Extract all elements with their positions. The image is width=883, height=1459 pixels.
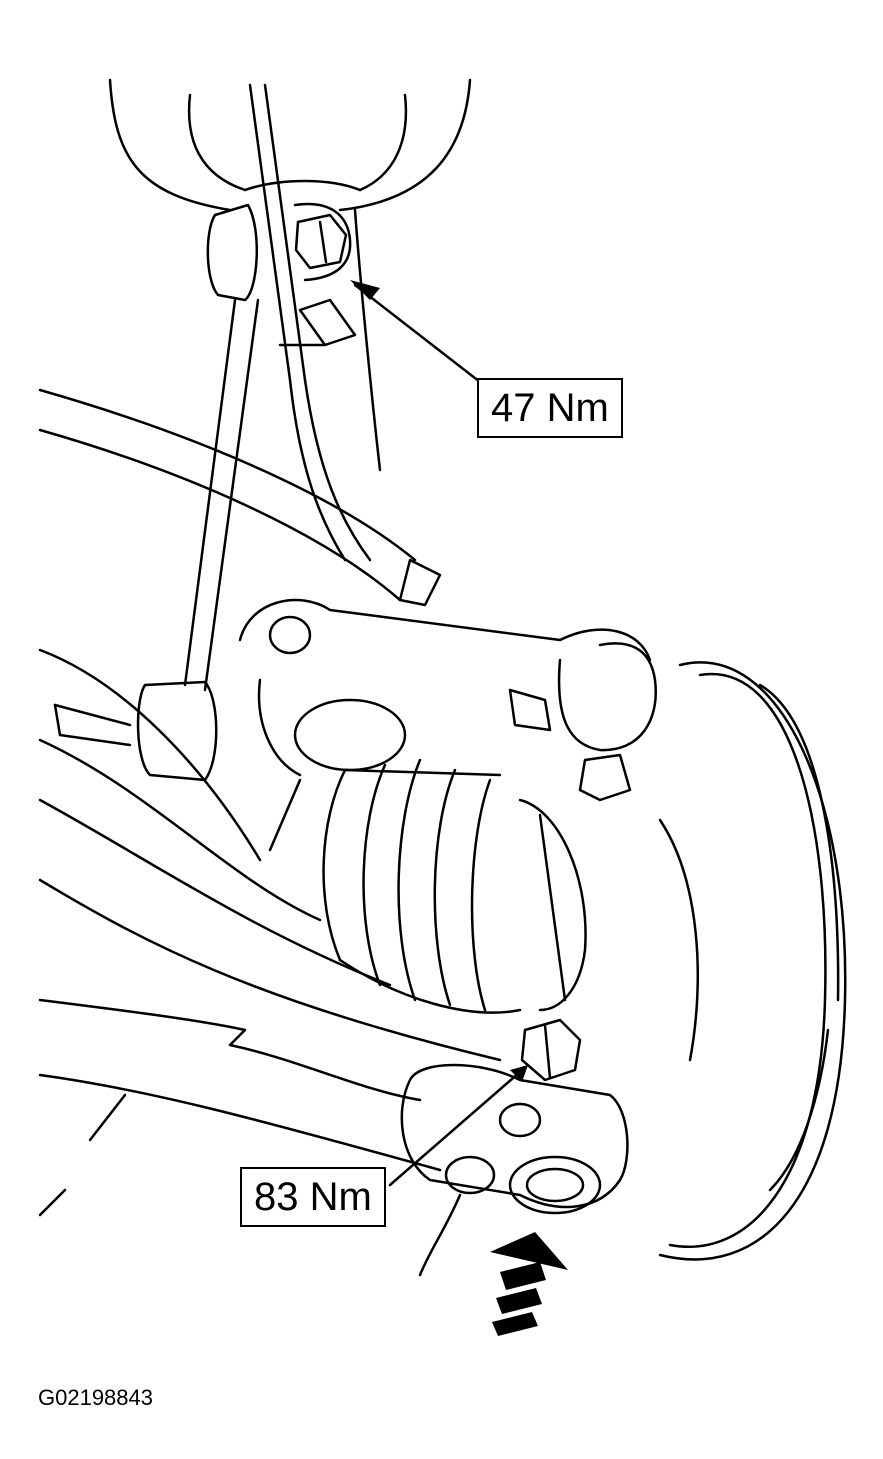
steering-knuckle <box>238 598 657 802</box>
lower-control-arm <box>38 648 502 1217</box>
brake-disc <box>658 661 847 1261</box>
upper-torque-label: 47 Nm <box>477 378 623 438</box>
arrow-dash-3 <box>492 1312 538 1336</box>
stabilizer-link <box>53 298 260 782</box>
figure-id: G02198843 <box>38 1385 153 1410</box>
upper-arrowhead <box>350 280 380 300</box>
lower-leader <box>388 1065 528 1187</box>
arrow-dash-2 <box>496 1288 542 1314</box>
installation-arrow <box>490 1232 568 1336</box>
upper-link-mount <box>206 202 357 347</box>
arrow-dash-1 <box>500 1262 546 1290</box>
ball-joint <box>400 1018 629 1277</box>
lower-torque-label: 83 Nm <box>240 1167 386 1227</box>
upper-leader <box>350 280 482 384</box>
lower-arrowhead <box>510 1065 528 1082</box>
stabilizer-bar <box>38 388 442 607</box>
strut-assembly <box>108 78 472 562</box>
installation-arrow-head <box>490 1232 568 1270</box>
cv-boot <box>268 758 587 1014</box>
